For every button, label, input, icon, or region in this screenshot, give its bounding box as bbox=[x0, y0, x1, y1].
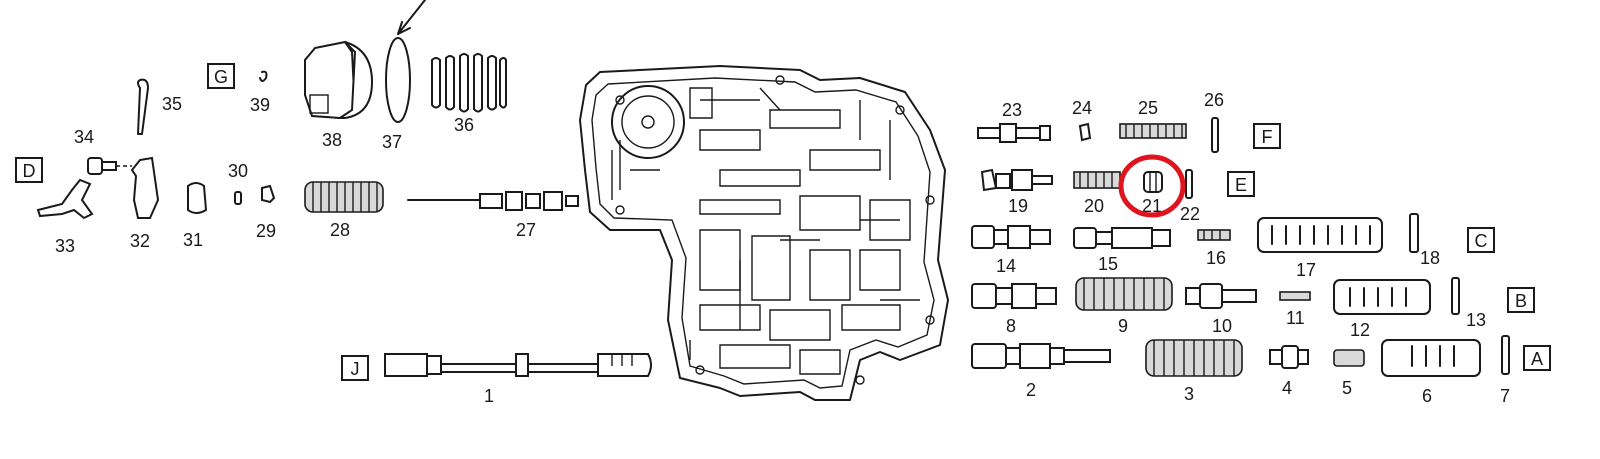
part-34-bolt bbox=[87, 157, 132, 175]
label-14: 14 bbox=[996, 256, 1016, 276]
part-20-spring bbox=[1073, 171, 1121, 189]
part-29-seal bbox=[261, 184, 276, 204]
part-6-sleeve bbox=[1381, 339, 1481, 377]
label-30: 30 bbox=[228, 161, 248, 181]
part-25-spring bbox=[1119, 123, 1187, 139]
part-8-valve bbox=[971, 283, 1057, 309]
label-17: 17 bbox=[1296, 260, 1316, 280]
letter-box-a: A bbox=[1523, 345, 1551, 371]
part-9-spring bbox=[1075, 277, 1173, 311]
label-21: 21 bbox=[1142, 196, 1162, 216]
part-2-valve bbox=[971, 343, 1111, 369]
label-39: 39 bbox=[250, 95, 270, 115]
letter-d: D bbox=[23, 161, 36, 181]
letter-box-c: C bbox=[1467, 227, 1495, 253]
part-36-spring bbox=[431, 53, 507, 113]
part-16-spring bbox=[1197, 229, 1231, 241]
part-17-sleeve bbox=[1257, 217, 1383, 253]
part-13-pin bbox=[1451, 277, 1460, 315]
label-32: 32 bbox=[130, 231, 150, 251]
letter-c: C bbox=[1475, 231, 1488, 251]
label-26: 26 bbox=[1204, 90, 1224, 110]
label-27: 27 bbox=[516, 220, 536, 240]
part-12-sleeve bbox=[1333, 279, 1431, 315]
part-33-detent-lever bbox=[36, 178, 94, 220]
label-24: 24 bbox=[1072, 98, 1092, 118]
part-37-o-ring bbox=[385, 37, 411, 123]
label-38: 38 bbox=[322, 130, 342, 150]
label-33: 33 bbox=[55, 236, 75, 256]
part-24-plug bbox=[1078, 122, 1092, 142]
letter-g: G bbox=[214, 67, 228, 87]
label-36: 36 bbox=[454, 115, 474, 135]
label-5: 5 bbox=[1342, 378, 1352, 398]
valve-body-plate bbox=[579, 65, 949, 401]
part-14-valve bbox=[971, 225, 1051, 249]
part-32-bracket bbox=[130, 156, 160, 219]
label-11: 11 bbox=[1286, 308, 1305, 328]
part-28-spring bbox=[304, 181, 384, 213]
label-7: 7 bbox=[1500, 386, 1510, 406]
part-26-pin bbox=[1211, 117, 1219, 153]
label-22: 22 bbox=[1180, 204, 1200, 224]
part-7-pin bbox=[1501, 335, 1510, 375]
letter-box-e: E bbox=[1227, 171, 1255, 197]
letter-box-f: F bbox=[1253, 123, 1281, 149]
label-35: 35 bbox=[162, 94, 182, 114]
part-3-spring bbox=[1145, 339, 1243, 377]
label-3: 3 bbox=[1184, 384, 1194, 404]
label-28: 28 bbox=[330, 220, 350, 240]
part-18-pin bbox=[1409, 213, 1419, 253]
part-5-spring bbox=[1333, 349, 1365, 367]
label-16: 16 bbox=[1206, 248, 1226, 268]
part-11-spring bbox=[1279, 291, 1311, 301]
part-35-pin bbox=[137, 78, 149, 135]
label-8: 8 bbox=[1006, 316, 1016, 336]
part-39-clip bbox=[259, 70, 268, 82]
part-30-ball bbox=[234, 191, 242, 205]
part-22-pin bbox=[1185, 169, 1193, 199]
letter-box-b: B bbox=[1507, 287, 1535, 313]
label-15: 15 bbox=[1098, 254, 1118, 274]
label-10: 10 bbox=[1212, 316, 1232, 336]
letter-b: B bbox=[1515, 291, 1527, 311]
part-21-check-ball-seat bbox=[1143, 171, 1163, 193]
part-27-valve bbox=[407, 191, 579, 211]
label-12: 12 bbox=[1350, 320, 1370, 340]
label-4: 4 bbox=[1282, 378, 1292, 398]
part-10-valve bbox=[1185, 283, 1257, 309]
label-31: 31 bbox=[183, 230, 203, 250]
label-20: 20 bbox=[1084, 196, 1104, 216]
part-38-servo-body bbox=[304, 40, 374, 120]
label-13: 13 bbox=[1466, 310, 1486, 330]
label-1: 1 bbox=[484, 386, 494, 406]
letter-box-d: D bbox=[15, 157, 43, 183]
label-34: 34 bbox=[74, 127, 94, 147]
label-29: 29 bbox=[256, 221, 276, 241]
part-31-cap bbox=[187, 182, 208, 214]
label-2: 2 bbox=[1026, 380, 1036, 400]
pointer-arrow-icon bbox=[397, 0, 426, 35]
label-18: 18 bbox=[1420, 248, 1440, 268]
label-23: 23 bbox=[1002, 100, 1022, 120]
part-4-valve bbox=[1269, 345, 1309, 369]
label-25: 25 bbox=[1138, 98, 1158, 118]
highlight-circle-part-21 bbox=[1118, 154, 1186, 218]
part-23-valve bbox=[977, 123, 1051, 143]
label-9: 9 bbox=[1118, 316, 1128, 336]
letter-a: A bbox=[1531, 349, 1543, 369]
letter-f: F bbox=[1262, 127, 1273, 147]
letter-box-j: J bbox=[341, 355, 369, 381]
letter-e: E bbox=[1235, 175, 1247, 195]
part-19-valve bbox=[980, 168, 1053, 192]
label-6: 6 bbox=[1422, 386, 1432, 406]
part-1-manual-valve bbox=[384, 353, 652, 377]
part-15-valve bbox=[1073, 227, 1171, 249]
label-37: 37 bbox=[382, 132, 402, 152]
label-19: 19 bbox=[1008, 196, 1028, 216]
letter-box-g: G bbox=[207, 63, 235, 89]
letter-j: J bbox=[351, 359, 360, 379]
